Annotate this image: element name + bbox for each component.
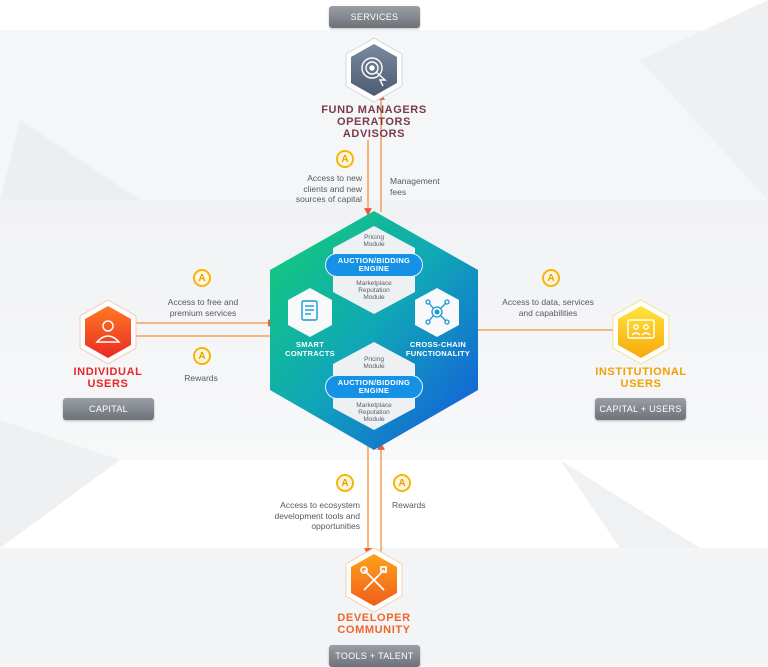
coin-icon-left-top: A xyxy=(193,269,211,287)
target-cursor-icon xyxy=(361,57,387,87)
note-line: opportunities xyxy=(311,521,360,531)
note-line: development tools and xyxy=(274,510,360,521)
engine-line: ENGINE xyxy=(358,386,390,395)
module-line: Module xyxy=(363,363,385,370)
note-line: Access to ecosystem xyxy=(280,500,360,510)
auction-engine-upper: AUCTION/BIDDING ENGINE xyxy=(325,253,423,277)
note-line: Access to new xyxy=(307,173,362,183)
engine-line: AUCTION/BIDDING xyxy=(337,255,411,265)
label-line: CROSS-CHAIN xyxy=(409,340,467,349)
fund-title-line1: FUND MANAGERS xyxy=(321,104,427,116)
cross-chain-label: CROSS-CHAIN FUNCTIONALITY xyxy=(402,340,474,358)
fund-title-line3: ADVISORS xyxy=(342,128,406,140)
pricing-module-lower: Pricing Module xyxy=(344,356,404,370)
document-icon xyxy=(301,300,318,321)
coin-icon-right: A xyxy=(542,269,560,287)
engine-line: AUCTION/BIDDING xyxy=(337,377,411,387)
note-access-free-services: Access to free and premium services xyxy=(148,297,258,318)
label-line: FUNCTIONALITY xyxy=(405,349,471,358)
note-line: sources of capital xyxy=(295,194,362,204)
note-line: Management xyxy=(390,176,440,186)
fund-hexagon xyxy=(351,44,397,96)
hub-hexagon xyxy=(270,211,478,450)
smart-contracts-tile xyxy=(288,288,332,337)
module-line: Reputation xyxy=(358,287,390,294)
note-line: Access to data, services xyxy=(502,297,594,307)
engine-line: ENGINE xyxy=(358,264,390,273)
auction-engine-lower: AUCTION/BIDDING ENGINE xyxy=(325,375,423,399)
tools-icon xyxy=(360,566,387,591)
note-line: clients and new xyxy=(303,183,362,194)
institutional-title-line1: INSTITUTIONAL xyxy=(595,366,687,378)
coin-icon-top: A xyxy=(336,150,354,168)
individual-title-line1: INDIVIDUAL xyxy=(73,366,143,378)
coin-icon-bottom-right: A xyxy=(393,474,411,492)
module-line: Reputation xyxy=(358,409,390,416)
coin-icon-bottom-left: A xyxy=(336,474,354,492)
individual-hexagon xyxy=(85,306,131,358)
note-line: and capabilities xyxy=(518,307,578,318)
module-line: Marketplace xyxy=(356,280,392,287)
label-line: SMART xyxy=(295,340,325,349)
users-screen-icon xyxy=(627,319,655,339)
developer-community-title: DEVELOPER COMMUNITY xyxy=(310,612,438,636)
institutional-hexagon xyxy=(618,306,664,358)
individual-users-title: INDIVIDUAL USERS xyxy=(58,366,158,390)
reputation-module-lower: Marketplace Reputation Module xyxy=(340,402,408,423)
capital-users-pill: CAPITAL + USERS xyxy=(595,398,686,420)
note-access-data-services: Access to data, services and capabilitie… xyxy=(492,297,604,318)
note-rewards-developer: Rewards xyxy=(392,500,426,510)
network-gear-icon xyxy=(425,299,450,325)
note-rewards-individual: Rewards xyxy=(184,373,218,383)
individual-title-line2: USERS xyxy=(87,378,129,390)
developer-title-line2: COMMUNITY xyxy=(337,624,411,636)
tools-talent-pill: TOOLS + TALENT xyxy=(329,645,420,667)
note-access-new-clients: Access to new clients and new sources of… xyxy=(262,173,362,205)
label-line: CONTRACTS xyxy=(285,349,335,358)
module-line: Pricing xyxy=(364,356,384,363)
coin-icon-left-bottom: A xyxy=(193,347,211,365)
module-line: Module xyxy=(363,241,385,248)
module-line: Marketplace xyxy=(356,402,392,409)
note-line: fees xyxy=(390,186,407,197)
fund-title-line2: OPERATORS xyxy=(336,116,412,128)
note-line: Access to free and xyxy=(167,297,239,307)
module-line: Module xyxy=(363,294,385,301)
institutional-title-line2: USERS xyxy=(620,378,662,390)
note-management-fees: Management fees xyxy=(390,176,470,197)
connector-lines xyxy=(128,92,622,556)
developer-title-line1: DEVELOPER xyxy=(337,612,411,624)
note-line: premium services xyxy=(169,307,237,318)
institutional-users-title: INSTITUTIONAL USERS xyxy=(588,366,694,390)
note-access-ecosystem-tools: Access to ecosystem development tools an… xyxy=(252,500,360,532)
reputation-module-upper: Marketplace Reputation Module xyxy=(340,280,408,301)
module-line: Pricing xyxy=(364,234,384,241)
capital-pill: CAPITAL xyxy=(63,398,154,420)
smart-contracts-label: SMART CONTRACTS xyxy=(276,340,344,358)
pricing-module-upper: Pricing Module xyxy=(344,234,404,248)
user-icon xyxy=(95,320,121,343)
module-line: Module xyxy=(363,416,385,423)
services-pill: SERVICES xyxy=(329,6,420,28)
fund-managers-title: FUND MANAGERS OPERATORS ADVISORS xyxy=(300,104,448,140)
